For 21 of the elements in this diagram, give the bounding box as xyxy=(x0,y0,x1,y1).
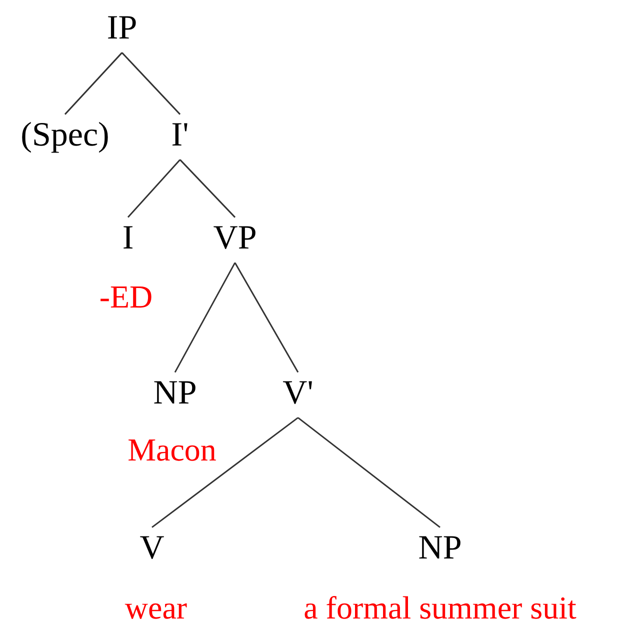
category-label: V' xyxy=(282,374,314,412)
word-label: -ED xyxy=(99,279,153,315)
word-label: wear xyxy=(124,590,188,623)
category-label: V xyxy=(140,529,164,567)
tree-branch-line xyxy=(64,52,123,115)
tree-branch-line xyxy=(174,262,236,373)
word-label: a formal summer suit xyxy=(304,590,576,623)
category-label: NP xyxy=(418,529,462,567)
word-label: Macon xyxy=(128,432,216,468)
tree-branch-line xyxy=(298,417,440,528)
category-label: I' xyxy=(171,116,189,154)
category-label: (Spec) xyxy=(20,116,110,154)
tree-branch-line xyxy=(179,159,236,218)
tree-branch-line xyxy=(234,262,299,373)
category-label: IP xyxy=(106,9,138,47)
tree-branch-line xyxy=(127,159,181,218)
tree-branch-line xyxy=(121,52,181,115)
category-label: NP xyxy=(153,374,197,412)
tree-branch-line xyxy=(152,417,298,528)
category-label: I xyxy=(122,219,134,257)
category-label: VP xyxy=(213,219,257,257)
